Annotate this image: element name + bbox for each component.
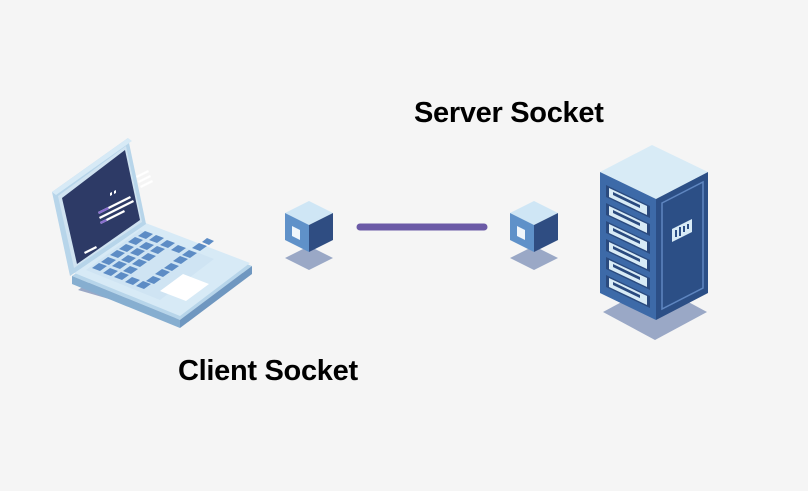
- client-socket-label: Client Socket: [178, 355, 358, 387]
- laptop-icon: [52, 138, 252, 328]
- server-socket-label: Server Socket: [414, 97, 604, 129]
- server-rack-icon: [600, 145, 708, 340]
- server-socket-cube-icon: [510, 201, 558, 270]
- client-socket-cube-icon: [285, 201, 333, 270]
